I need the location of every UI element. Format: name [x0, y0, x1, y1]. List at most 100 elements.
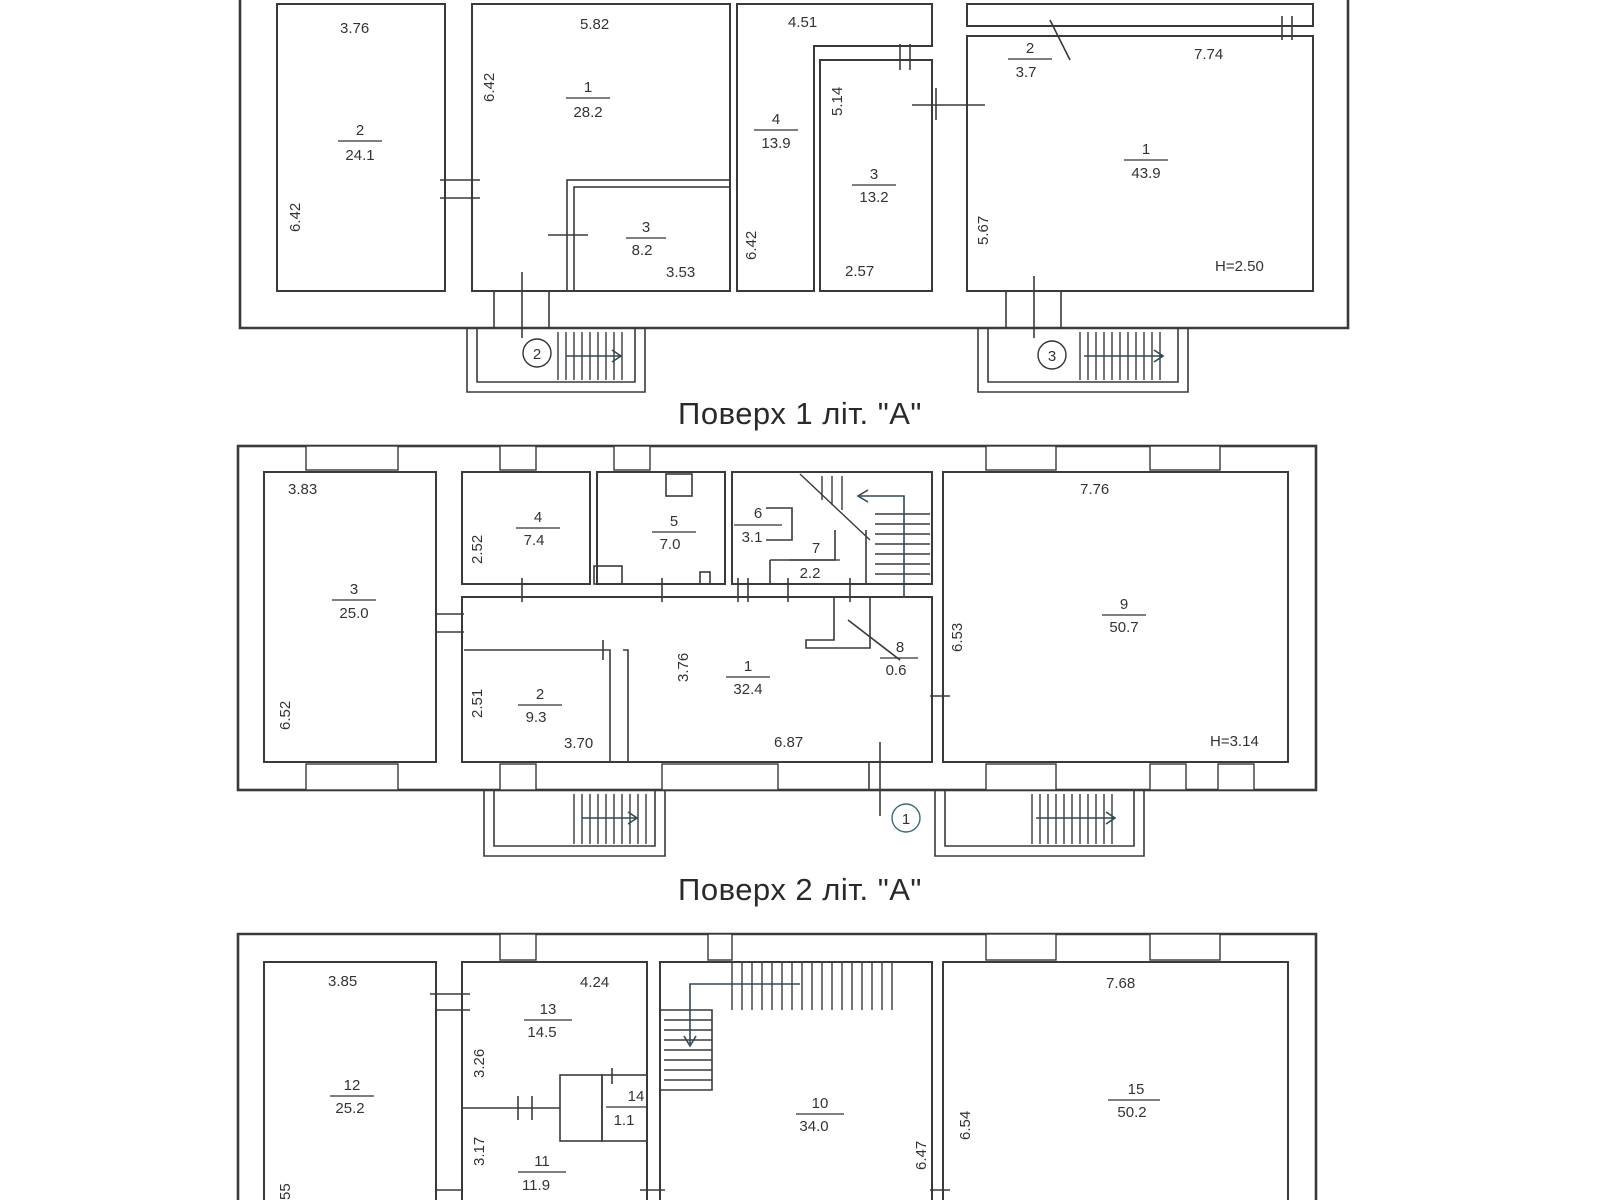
room-area: 50.7	[1109, 619, 1138, 636]
room-area: 3.1	[742, 529, 763, 546]
room-area: 8.2	[632, 242, 653, 259]
room-number: 4	[534, 509, 542, 526]
dimension-label: 5.67	[975, 216, 992, 245]
room-number: 2	[356, 122, 364, 139]
room-area: 50.2	[1117, 1104, 1146, 1121]
dimension-label: 7.74	[1194, 46, 1223, 63]
room-area: 9.3	[526, 709, 547, 726]
room-label: 4 13.9	[754, 111, 798, 152]
room-label: 9 50.7	[1102, 596, 1146, 636]
room-label: 3 13.2	[852, 166, 896, 206]
room-number: 12	[344, 1077, 361, 1094]
entrance-marker: 1	[902, 811, 910, 828]
room-number: 2	[536, 686, 544, 703]
dimension-label: 6.87	[774, 734, 803, 751]
room-number: 15	[1128, 1081, 1145, 1098]
room-number: 1	[1142, 141, 1150, 158]
dimension-label: 6.42	[481, 73, 498, 102]
room-label: 11 11.9	[518, 1153, 566, 1194]
floor-2-title: Поверх 2 літ. "А"	[678, 872, 922, 907]
room-area: 1.1	[614, 1112, 635, 1129]
room-label: 1 28.2	[566, 79, 610, 121]
dimension-label: 3.85	[328, 973, 357, 990]
dimension-label: 6.47	[913, 1141, 930, 1170]
dimension-label: 6.53	[949, 623, 966, 652]
floor-1-title: Поверх 1 літ. "А"	[678, 396, 922, 431]
dimension-label: 6.54	[957, 1111, 974, 1140]
dimension-label: 4.51	[788, 14, 817, 31]
room-label: 8 0.6	[886, 639, 907, 679]
entrance-marker: 3	[1048, 348, 1056, 365]
room-area: 3.7	[1016, 64, 1037, 81]
room-label: 12 25.2	[330, 1077, 374, 1117]
room-area: 32.4	[733, 681, 762, 698]
room-area: 13.2	[859, 189, 888, 206]
room-label: 2 3.7	[1008, 40, 1052, 81]
room-label: 2 9.3	[518, 686, 562, 726]
room-number: 13	[540, 1001, 557, 1018]
dimension-label: 6.52	[277, 701, 294, 730]
room-area: 14.5	[527, 1024, 556, 1041]
room-label: 3 8.2	[626, 219, 666, 259]
entrance-marker: 2	[533, 346, 541, 363]
dimension-label: 5.82	[580, 16, 609, 33]
room-number: 4	[772, 111, 780, 128]
room-area: 13.9	[761, 135, 790, 152]
room-number: 1	[584, 79, 592, 96]
room-number: 8	[896, 639, 904, 656]
room-area: 2.2	[800, 565, 821, 582]
ceiling-height: H=3.14	[1210, 733, 1259, 750]
room-number: 1	[744, 658, 752, 675]
dimension-label: 7.76	[1080, 481, 1109, 498]
room-number: 6	[754, 505, 762, 522]
dimension-label: 2.57	[845, 263, 874, 280]
floor-1-plan: 2 24.1 1 28.2 3 8.2 4 13.9 3 13.2 1 43.9	[238, 0, 1350, 393]
room-number: 3	[350, 581, 358, 598]
room-label: 13 14.5	[524, 1001, 572, 1041]
room-area: 7.0	[660, 536, 681, 553]
room-label: 10 34.0	[796, 1095, 844, 1135]
dimension-label: 3.76	[340, 20, 369, 37]
room-area: 11.9	[522, 1177, 550, 1194]
room-area: 24.1	[345, 147, 374, 164]
room-area: 25.0	[339, 605, 368, 622]
dimension-label: 3.26	[471, 1049, 488, 1078]
dimension-label: 2.51	[469, 689, 486, 718]
room-number: 9	[1120, 596, 1128, 613]
room-number: 10	[812, 1095, 829, 1112]
dimension-label: 7.68	[1106, 975, 1135, 992]
room-label: 6 3.1	[734, 505, 782, 546]
room-label: 14 1.1	[606, 1088, 648, 1129]
floor-2-plan: 3 25.0 4 7.4 5 7.0 6 3.1 7 2.2 9 50.7	[236, 444, 1318, 857]
room-number: 3	[642, 219, 650, 236]
room-area: 7.4	[524, 532, 545, 549]
room-area: 0.6	[886, 662, 907, 679]
room-area: 28.2	[573, 104, 602, 121]
floor-3-plan: 12 25.2 13 14.5 14 1.1 11 11.9 10 34.0 1…	[236, 932, 1318, 1200]
room-label: 3 25.0	[332, 581, 376, 622]
dimension-label: 3.17	[471, 1137, 488, 1166]
room-area: 25.2	[335, 1100, 364, 1117]
dimension-label: 6.42	[287, 203, 304, 232]
dimension-label: 3.83	[288, 481, 317, 498]
dimension-label: 5.14	[829, 87, 846, 116]
room-number: 11	[534, 1153, 550, 1170]
room-number: 2	[1026, 40, 1034, 57]
dimension-label: 3.53	[666, 264, 695, 281]
room-number: 7	[812, 540, 820, 557]
room-number: 3	[870, 166, 878, 183]
room-label: 4 7.4	[516, 509, 560, 549]
room-label: 2 24.1	[338, 122, 382, 164]
dimension-label: 4.24	[580, 974, 609, 991]
room-label: 1 32.4	[726, 658, 770, 698]
dimension-label: 2.52	[469, 535, 486, 564]
room-number: 14	[628, 1088, 645, 1105]
room-area: 43.9	[1131, 165, 1160, 182]
ceiling-height: H=2.50	[1215, 258, 1264, 275]
room-label: 7 2.2	[790, 540, 840, 582]
room-label: 1 43.9	[1124, 141, 1168, 182]
dimension-label: 55	[277, 1183, 294, 1200]
room-label: 5 7.0	[652, 513, 696, 553]
room-label: 15 50.2	[1108, 1081, 1160, 1121]
